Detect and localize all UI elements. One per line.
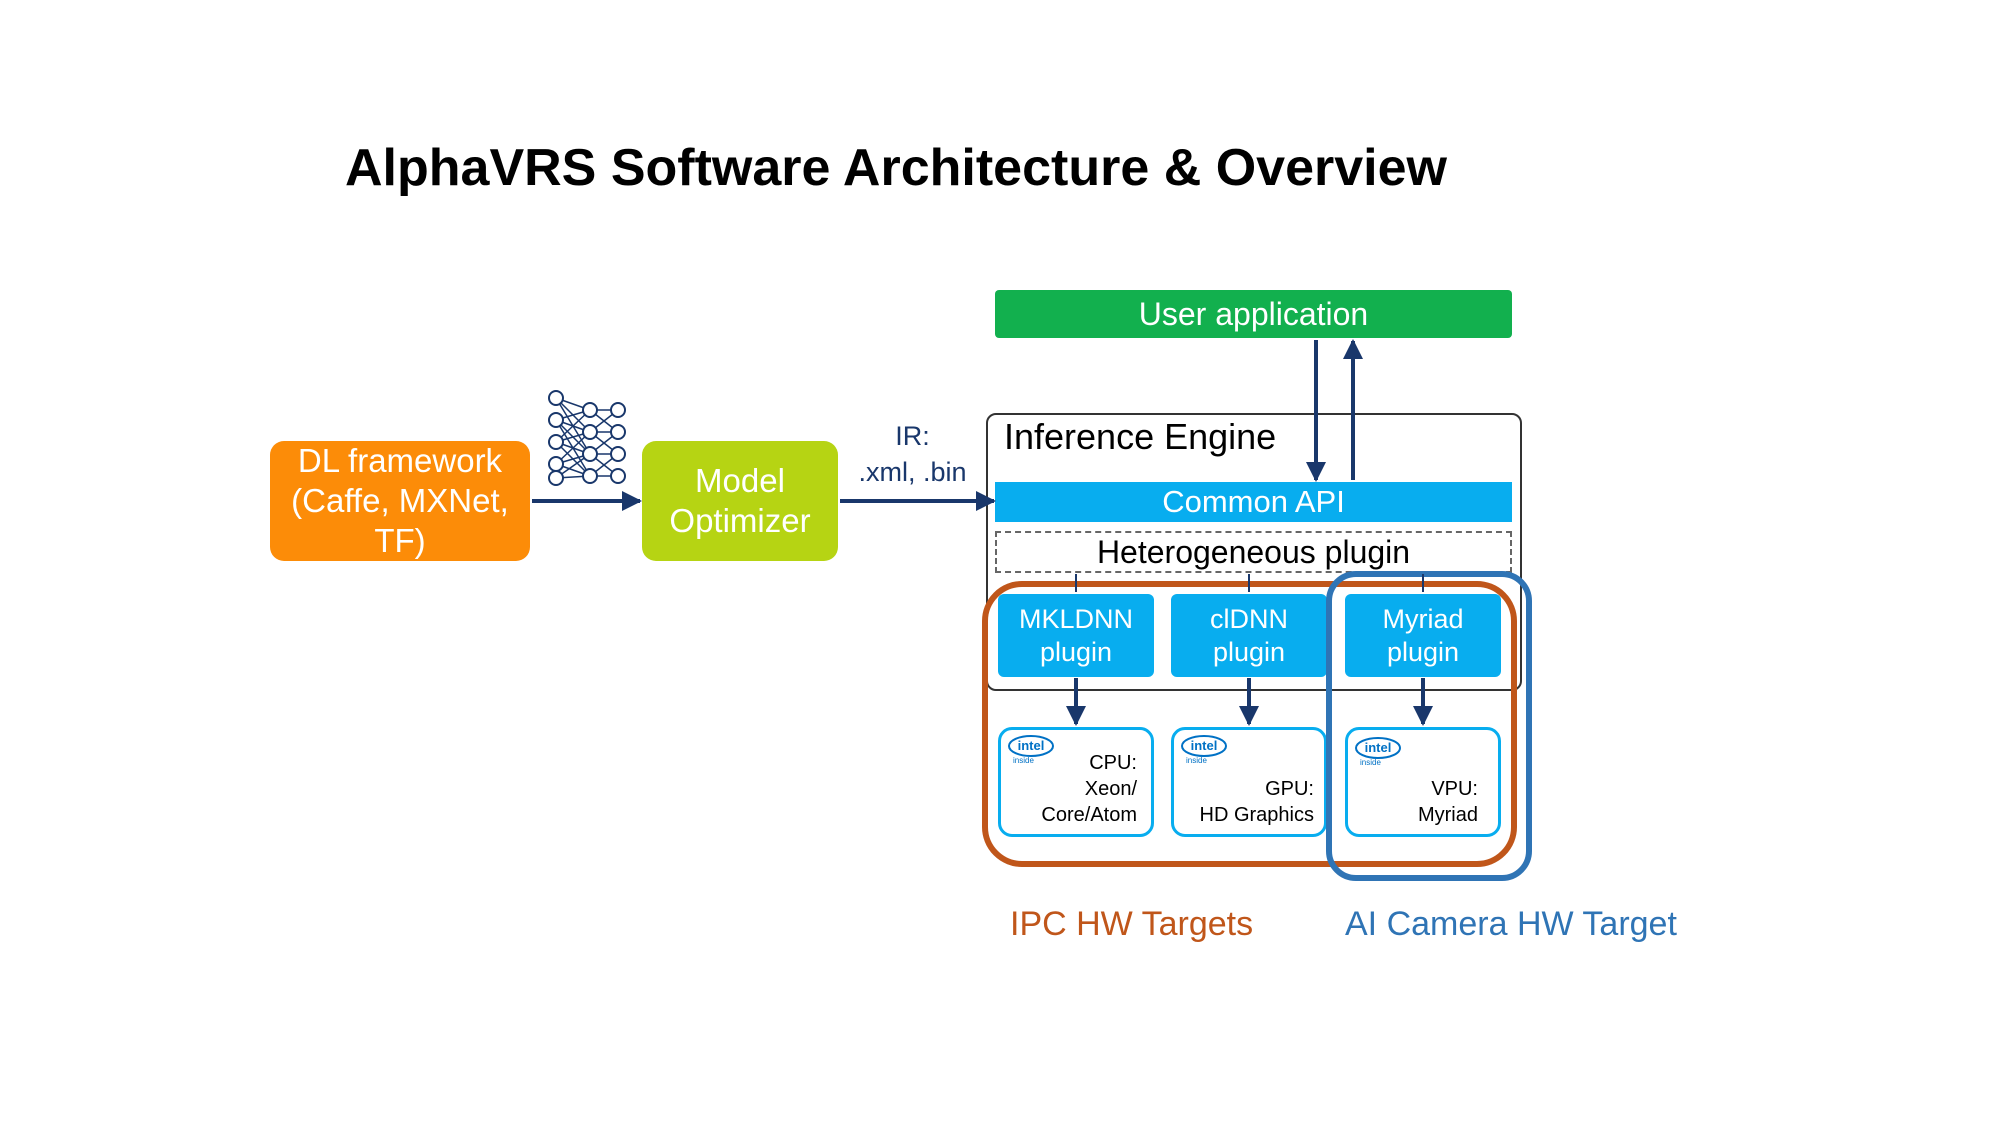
- hw-line3: Core/Atom: [1041, 804, 1137, 826]
- gpu-hw-box: intel inside GPU: HD Graphics: [1171, 727, 1327, 837]
- plugin-line2: plugin: [1386, 636, 1460, 667]
- heterogeneous-plugin-bar: Heterogeneous plugin: [995, 531, 1512, 573]
- myriad-plugin-box: Myriad plugin: [1345, 594, 1501, 677]
- intel-tag-text: inside: [1360, 758, 1381, 766]
- ai-camera-hw-target-caption: AI Camera HW Target: [1345, 905, 1677, 943]
- hw-line1: VPU:: [1431, 778, 1478, 800]
- intel-brand-text: intel: [1018, 738, 1045, 753]
- intel-brand-text: intel: [1191, 738, 1218, 753]
- hw-line1: CPU:: [1089, 752, 1137, 774]
- cpu-hw-label: CPU: Xeon/ Core/Atom: [1041, 750, 1137, 828]
- ai-camera-target-outline: [1326, 571, 1532, 881]
- dl-framework-line1: DL framework: [297, 442, 503, 479]
- inference-engine-label: Inference Engine: [1004, 416, 1277, 457]
- gpu-hw-label: GPU: HD Graphics: [1200, 776, 1314, 828]
- plugin-line1: clDNN: [1210, 603, 1288, 634]
- inference-engine-frame: [986, 413, 1522, 691]
- hw-line2: HD Graphics: [1199, 804, 1314, 826]
- user-application-bar: User application: [995, 290, 1512, 338]
- intel-inside-logo-icon: intel inside: [1008, 735, 1054, 764]
- hw-line2: Myriad: [1417, 804, 1478, 826]
- model-optimizer-line1: Model: [695, 462, 785, 499]
- intel-brand-text: intel: [1365, 740, 1392, 755]
- mkldnn-plugin-box: MKLDNN plugin: [998, 594, 1154, 677]
- ir-label-line1: IR:: [895, 421, 930, 451]
- cpu-hw-box: intel inside CPU: Xeon/ Core/Atom: [998, 727, 1154, 837]
- vpu-hw-box: intel inside VPU: Myriad: [1345, 727, 1501, 837]
- dl-framework-line2: (Caffe, MXNet,: [291, 482, 509, 519]
- ir-label: IR: .xml, .bin: [850, 418, 975, 490]
- ipc-hw-targets-caption: IPC HW Targets: [1010, 905, 1254, 943]
- model-optimizer-box: Model Optimizer: [642, 441, 838, 561]
- plugin-line2: plugin: [1039, 636, 1113, 667]
- model-optimizer-line2: Optimizer: [669, 502, 811, 539]
- page-title: AlphaVRS Software Architecture & Overvie…: [345, 139, 1447, 197]
- dl-framework-box: DL framework (Caffe, MXNet, TF): [270, 441, 530, 561]
- intel-tag-text: inside: [1186, 756, 1207, 764]
- intel-tag-text: inside: [1013, 756, 1034, 764]
- plugin-line1: Myriad: [1382, 603, 1464, 634]
- plugin-line1: MKLDNN: [1018, 603, 1133, 634]
- vpu-hw-label: VPU: Myriad: [1418, 776, 1478, 828]
- hw-line1: GPU:: [1265, 778, 1314, 800]
- neural-network-icon: [548, 390, 626, 486]
- cldnn-plugin-box: clDNN plugin: [1171, 594, 1327, 677]
- common-api-bar: Common API: [995, 482, 1512, 522]
- hw-line2: Xeon/: [1084, 778, 1137, 800]
- plugin-line2: plugin: [1212, 636, 1286, 667]
- dl-framework-line3: TF): [374, 522, 426, 559]
- ir-label-line2: .xml, .bin: [858, 457, 967, 487]
- intel-inside-logo-icon: intel inside: [1181, 735, 1227, 764]
- intel-inside-logo-icon: intel inside: [1355, 737, 1401, 766]
